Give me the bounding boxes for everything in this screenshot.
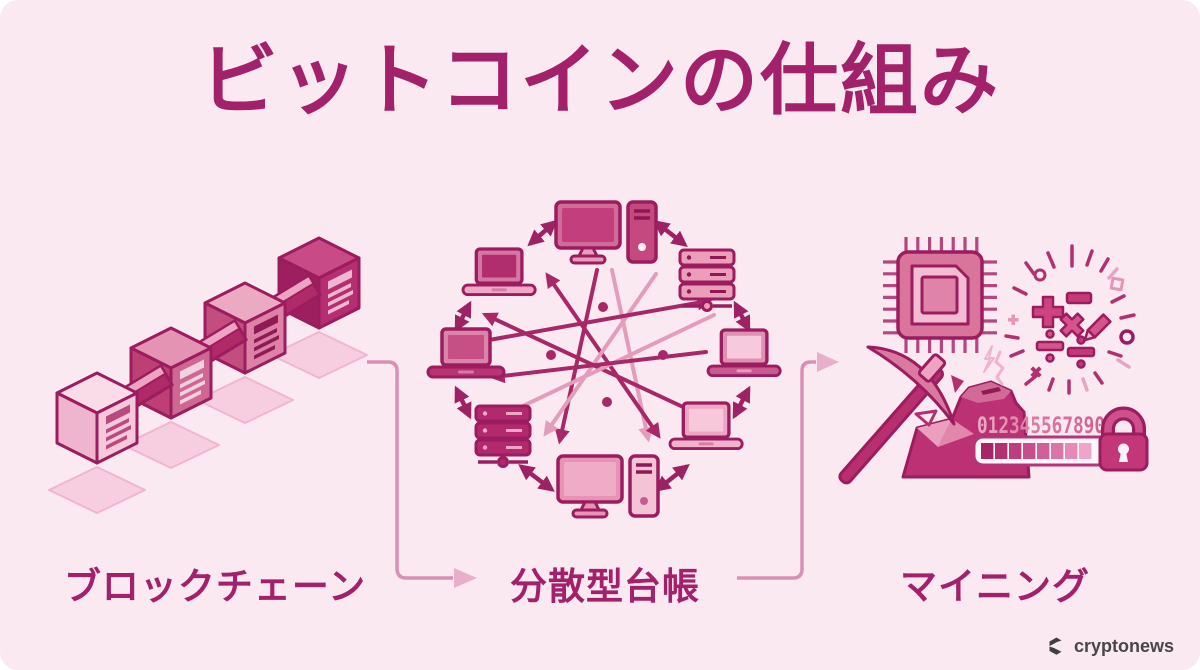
hash-digits: 012345567890 bbox=[977, 414, 1105, 439]
block-shadow bbox=[196, 376, 294, 424]
pickaxe-icon bbox=[838, 345, 956, 485]
laptop-bottom-right-icon bbox=[668, 401, 744, 451]
page-title: ビットコインの仕組み bbox=[199, 36, 1000, 124]
blockchain-label: ブロックチェーン bbox=[63, 566, 367, 607]
padlock-icon bbox=[1098, 406, 1149, 472]
progress-bar bbox=[972, 435, 1117, 467]
block-shadow bbox=[48, 466, 146, 514]
network-node-dots bbox=[546, 302, 668, 407]
block-cube bbox=[203, 281, 287, 375]
desktop-bottom-icon bbox=[556, 454, 660, 519]
laptop-right-icon bbox=[706, 328, 782, 378]
block-cube bbox=[55, 371, 139, 465]
blockchain-illustration bbox=[48, 236, 368, 514]
laptop-left-icon bbox=[426, 327, 506, 379]
block-shadow bbox=[122, 421, 220, 469]
laptop-top-left-icon bbox=[461, 247, 537, 297]
network-illustration bbox=[426, 200, 782, 519]
cpu-chip-icon bbox=[883, 237, 997, 353]
mining-label: マイニング bbox=[900, 566, 1090, 607]
block-cube bbox=[277, 236, 361, 330]
sync-arrows bbox=[481, 268, 716, 445]
mining-illustration: 012345567890 bbox=[838, 237, 1149, 485]
pencil-icon bbox=[1083, 313, 1112, 342]
flow-arrow-blockchain-to-ledger bbox=[367, 360, 477, 588]
cryptonews-logo-icon bbox=[1049, 637, 1062, 655]
flow-arrow-ledger-to-mining bbox=[737, 352, 839, 580]
peer-arrows bbox=[454, 219, 751, 493]
brand-name: cryptonews bbox=[1073, 635, 1174, 656]
math-symbols-icon bbox=[1004, 244, 1136, 395]
block-cube bbox=[129, 326, 213, 420]
distributed-ledger-label: 分散型台帳 bbox=[510, 566, 700, 607]
server-bottom-left-icon bbox=[474, 404, 532, 469]
server-top-right-icon bbox=[678, 248, 736, 313]
cryptonews-logo: cryptonews bbox=[1045, 635, 1174, 657]
rock-debris bbox=[914, 375, 964, 427]
desktop-top-icon bbox=[554, 200, 658, 265]
block-shadow bbox=[270, 331, 368, 379]
